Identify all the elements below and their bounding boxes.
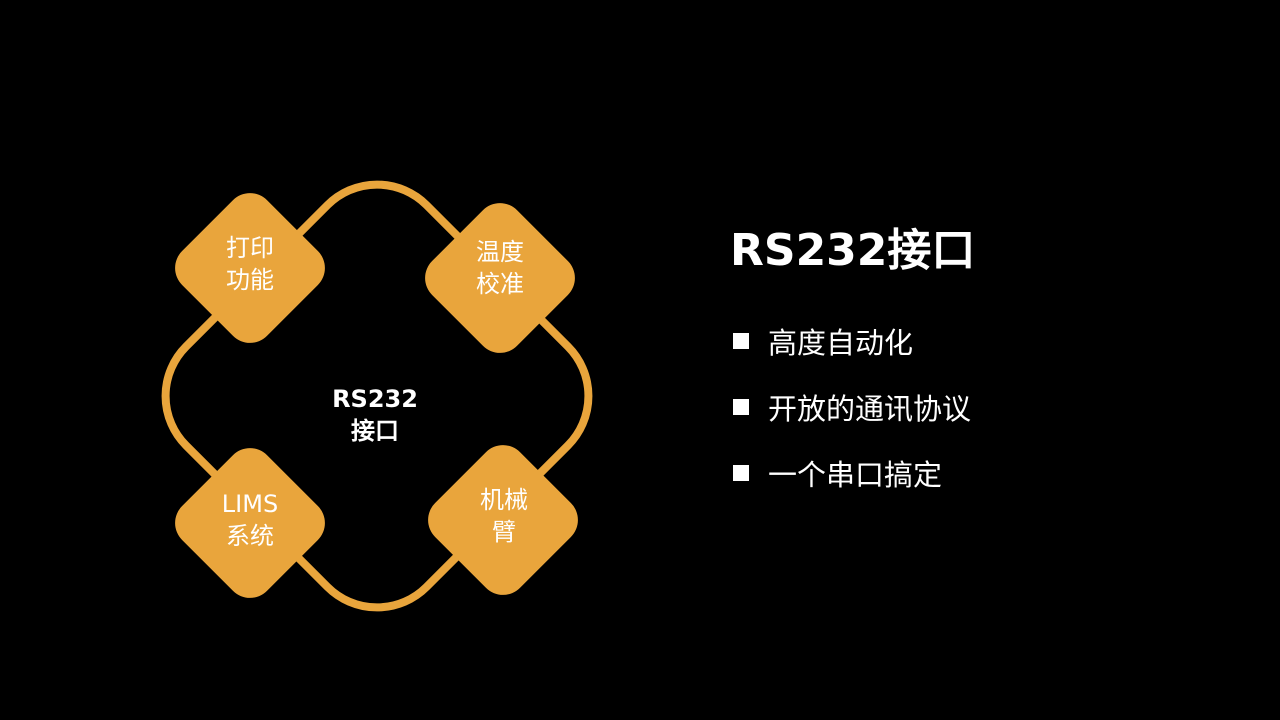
node-label-line1: LIMS	[221, 490, 279, 518]
node-label-line1: 温度	[476, 238, 524, 266]
square-bullet-icon	[733, 333, 749, 349]
square-bullet-icon	[733, 399, 749, 415]
center-label-line1: RS232	[332, 385, 418, 413]
node-shape-bottom-left	[175, 448, 325, 598]
node-label-line2: 系统	[226, 522, 274, 550]
center-label: RS232 接口	[305, 383, 445, 447]
node-label-line1: 打印	[226, 234, 274, 262]
node-bottom-right: 机械 臂	[444, 484, 564, 548]
panel-title: RS232接口	[730, 225, 976, 276]
feature-item: 开放的通讯协议	[733, 374, 971, 440]
center-label-line2: 接口	[351, 417, 399, 445]
node-shape-top-right	[425, 203, 575, 353]
node-bottom-left: LIMS 系统	[190, 488, 310, 552]
feature-text: 一个串口搞定	[768, 458, 943, 492]
node-label-line2: 功能	[226, 266, 274, 294]
feature-text: 开放的通讯协议	[768, 392, 972, 426]
node-label-line2: 臂	[492, 518, 516, 546]
feature-text: 高度自动化	[768, 326, 914, 360]
node-top-right: 温度 校准	[440, 236, 560, 300]
node-label-line2: 校准	[476, 270, 524, 298]
feature-list: 高度自动化 开放的通讯协议 一个串口搞定	[733, 308, 971, 506]
node-shape-bottom-right	[428, 445, 578, 595]
feature-item: 一个串口搞定	[733, 440, 971, 506]
feature-item: 高度自动化	[733, 308, 971, 374]
node-shape-top-left	[175, 193, 325, 343]
node-label-line1: 机械	[480, 486, 528, 514]
node-top-left: 打印 功能	[190, 232, 310, 296]
square-bullet-icon	[733, 465, 749, 481]
